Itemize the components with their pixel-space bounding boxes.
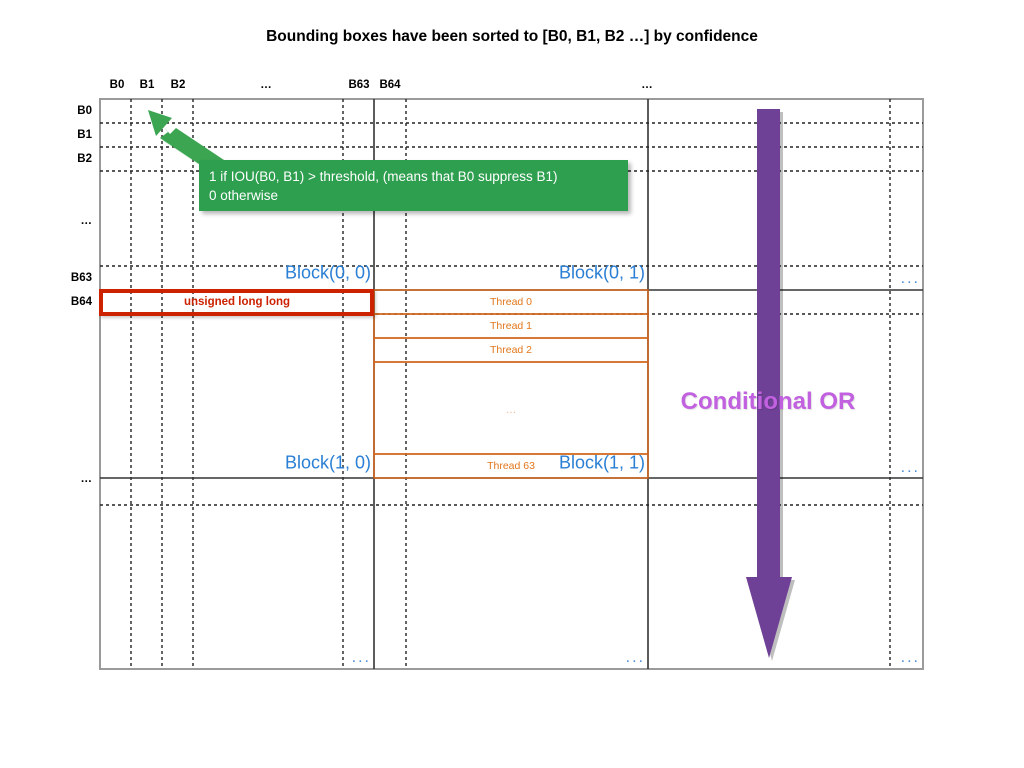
ellipsis-block-col0-bottom: ... — [351, 649, 371, 666]
conditional-or-label: Conditional OR — [680, 388, 856, 415]
column-header-ellipsis-left: … — [260, 79, 272, 91]
block-label-0-0: Block(0, 0) — [284, 262, 371, 283]
ellipsis-block-col1-bottom: ... — [625, 649, 645, 666]
ellipsis-block-row0-right: ... — [900, 270, 920, 287]
column-header-ellipsis-right: … — [641, 79, 653, 91]
thread-label-0: Thread 0 — [489, 296, 533, 308]
ellipsis-block-row1-right: ... — [900, 459, 920, 476]
unsigned-long-long-label: unsigned long long — [183, 296, 291, 308]
page-title: Bounding boxes have been sorted to [B0, … — [266, 28, 758, 45]
row-header-b63: B63 — [70, 272, 92, 284]
ellipsis-block-corner-bottom: ... — [900, 649, 920, 666]
row-header-b1: B1 — [77, 129, 92, 141]
iou-callout-line2: 0 otherwise — [209, 188, 279, 203]
block-label-0-1: Block(0, 1) — [558, 262, 645, 283]
iou-callout: 1 if IOU(B0, B1) > threshold, (means tha… — [199, 160, 628, 211]
column-header-b1: B1 — [139, 79, 155, 91]
row-header-ellipsis-lower: … — [80, 473, 93, 485]
row-header-b2: B2 — [77, 153, 92, 165]
row-header-b0: B0 — [77, 105, 92, 117]
iou-callout-line1: 1 if IOU(B0, B1) > threshold, (means tha… — [209, 169, 558, 184]
column-header-b2: B2 — [170, 79, 186, 91]
column-header-b64: B64 — [379, 79, 401, 91]
thread-label-2: Thread 2 — [489, 344, 533, 356]
block-label-1-0: Block(1, 0) — [284, 452, 371, 473]
block-label-1-1: Block(1, 1) — [558, 452, 645, 473]
row-header-b64: B64 — [70, 296, 92, 308]
unsigned-long-long-highlight — [99, 289, 374, 316]
column-header-b63: B63 — [348, 79, 370, 91]
thread-label-1: Thread 1 — [489, 320, 533, 332]
row-header-ellipsis-upper: … — [80, 215, 93, 227]
thread-label-63: Thread 63 — [487, 460, 535, 472]
thread-label-ellipsis: … — [505, 404, 517, 416]
column-header-b0: B0 — [109, 79, 125, 91]
